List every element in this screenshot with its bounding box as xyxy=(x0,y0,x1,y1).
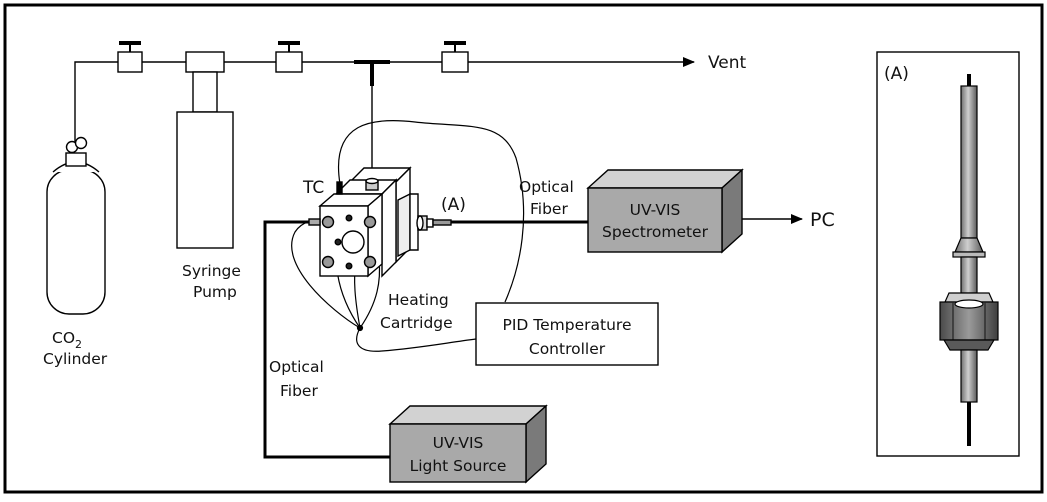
inset-title: (A) xyxy=(884,64,909,84)
optical-fibers xyxy=(263,220,590,459)
light-source-label-2: Light Source xyxy=(410,457,507,475)
co2-label-sub: 2 xyxy=(75,338,82,351)
spectrometer-label-2: Spectrometer xyxy=(602,223,709,241)
light-source-label-1: UV-VIS xyxy=(433,434,484,452)
spectrometer-label-1: UV-VIS xyxy=(630,201,681,219)
vent-label: Vent xyxy=(708,53,747,73)
valve-1 xyxy=(117,41,143,73)
optical-cell xyxy=(308,166,452,278)
co2-cylinder xyxy=(46,136,106,315)
fiber-probe-detail xyxy=(939,74,999,446)
cylinder-label: Cylinder xyxy=(43,350,108,368)
optical-fiber-top-label-2: Fiber xyxy=(530,200,568,218)
co2-label: CO2 xyxy=(52,329,82,351)
syringe-label: Syringe xyxy=(182,262,241,280)
pc-label: PC xyxy=(810,209,835,231)
uv-vis-spectrometer-box xyxy=(586,168,744,254)
pid-label-2: Controller xyxy=(529,340,606,358)
optical-fiber-top-label-1: Optical xyxy=(519,178,574,196)
optical-fiber-left-label-1: Optical xyxy=(269,358,324,376)
inset-frame xyxy=(876,51,1020,457)
syringe-pump xyxy=(176,51,234,249)
valve-2 xyxy=(275,41,303,73)
co2-label-main: CO xyxy=(52,329,75,347)
cartridge-label: Cartridge xyxy=(380,314,453,332)
optical-fiber-left-label-2: Fiber xyxy=(280,382,318,400)
a-marker-label: (A) xyxy=(441,195,466,215)
pump-label: Pump xyxy=(193,283,237,301)
uv-vis-light-source-box xyxy=(388,404,548,484)
pid-controller-box xyxy=(475,302,659,366)
tee-fitting xyxy=(354,60,390,182)
pid-label-1: PID Temperature xyxy=(503,316,632,334)
valve-3 xyxy=(441,41,469,73)
heating-label: Heating xyxy=(388,291,449,309)
tc-label: TC xyxy=(302,178,324,198)
